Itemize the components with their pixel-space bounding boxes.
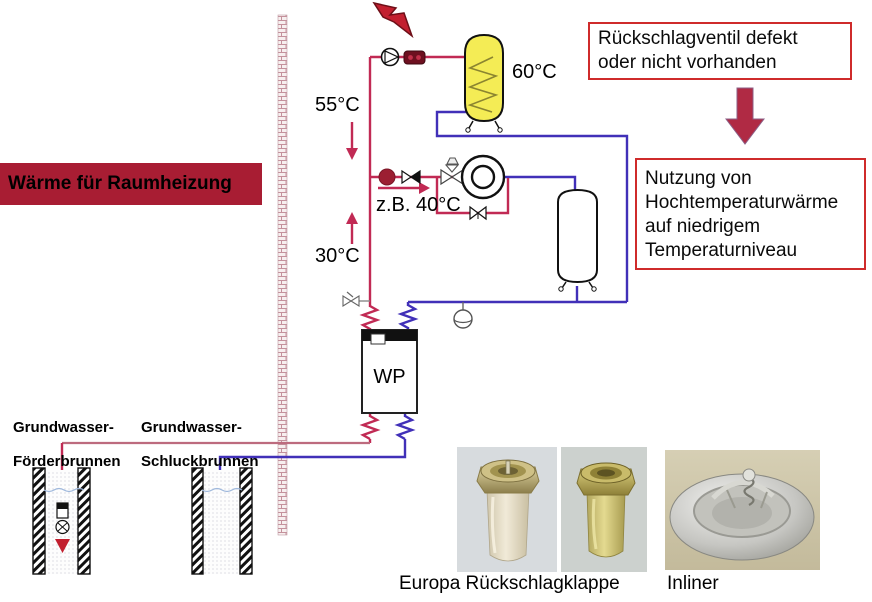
submersible-pump-icon <box>55 502 70 553</box>
temp-flow-55: 55°C <box>315 94 360 116</box>
photo-europa-valve-2 <box>561 447 647 572</box>
temp-storage-60: 60°C <box>512 61 557 83</box>
well-injection-line2: Schluckbrunnen <box>141 453 259 470</box>
water-level <box>201 487 243 493</box>
well-supply <box>32 467 91 575</box>
well-supply-line1: Grundwasser- <box>13 419 114 436</box>
suction-strainer <box>55 539 70 553</box>
temp-return-30: 30°C <box>315 245 360 267</box>
drain-valve-icon <box>342 291 370 307</box>
down-arrow-icon <box>724 87 766 145</box>
heat-exchanger-coil <box>467 56 499 113</box>
callout-usage-line3: auf niedrigem <box>645 216 761 237</box>
mixing-valve-icon <box>440 157 464 186</box>
callout-defect-box: Rückschlagventil defekt oder nicht vorha… <box>588 22 852 80</box>
heat-pump-label: WP <box>373 366 406 388</box>
caption-inliner: Inliner <box>667 573 719 594</box>
water-level <box>43 487 85 493</box>
flow-arrows <box>346 122 430 244</box>
well-injection-label: Grundwasser- Schluckbrunnen <box>141 402 259 487</box>
temp-mixed-40: z.B. 40°C <box>376 194 461 216</box>
heating-circuit-icon <box>460 154 506 200</box>
lightning-fault-icon <box>372 1 414 39</box>
photo-europa-valve-1 <box>457 447 557 572</box>
well-injection <box>191 467 253 575</box>
storage-tank <box>464 33 504 133</box>
spring <box>743 476 755 506</box>
bypass-valve-icon <box>469 205 487 221</box>
well-injection-line1: Grundwasser- <box>141 419 242 436</box>
building-wall <box>277 14 288 536</box>
callout-defect-line2: oder nicht vorhanden <box>598 52 777 73</box>
check-valve-icon <box>401 169 421 185</box>
callout-usage-line2: Hochtemperaturwärme <box>645 192 839 213</box>
check-valve-highlight-icon <box>403 50 426 65</box>
pump-icon <box>378 168 396 186</box>
well-supply-label: Grundwasser- Förderbrunnen <box>13 402 121 487</box>
callout-usage-line4: Temperaturniveau <box>645 240 798 261</box>
well-supply-line2: Förderbrunnen <box>13 453 121 470</box>
callout-usage-box: Nutzung von Hochtemperaturwärme auf nied… <box>635 158 866 270</box>
callout-usage-line1: Nutzung von <box>645 168 752 189</box>
banner-heat-for-room-heating: Wärme für Raumheizung <box>0 163 262 205</box>
buffer-tank <box>557 188 598 292</box>
circulation-pump-icon <box>380 47 400 67</box>
expansion-vessel-icon <box>453 302 473 329</box>
caption-europa-valve: Europa Rückschlagklappe <box>399 573 620 594</box>
photo-inliner <box>665 450 820 570</box>
callout-defect-line1: Rückschlagventil defekt <box>598 28 798 49</box>
heat-pump <box>361 329 418 414</box>
